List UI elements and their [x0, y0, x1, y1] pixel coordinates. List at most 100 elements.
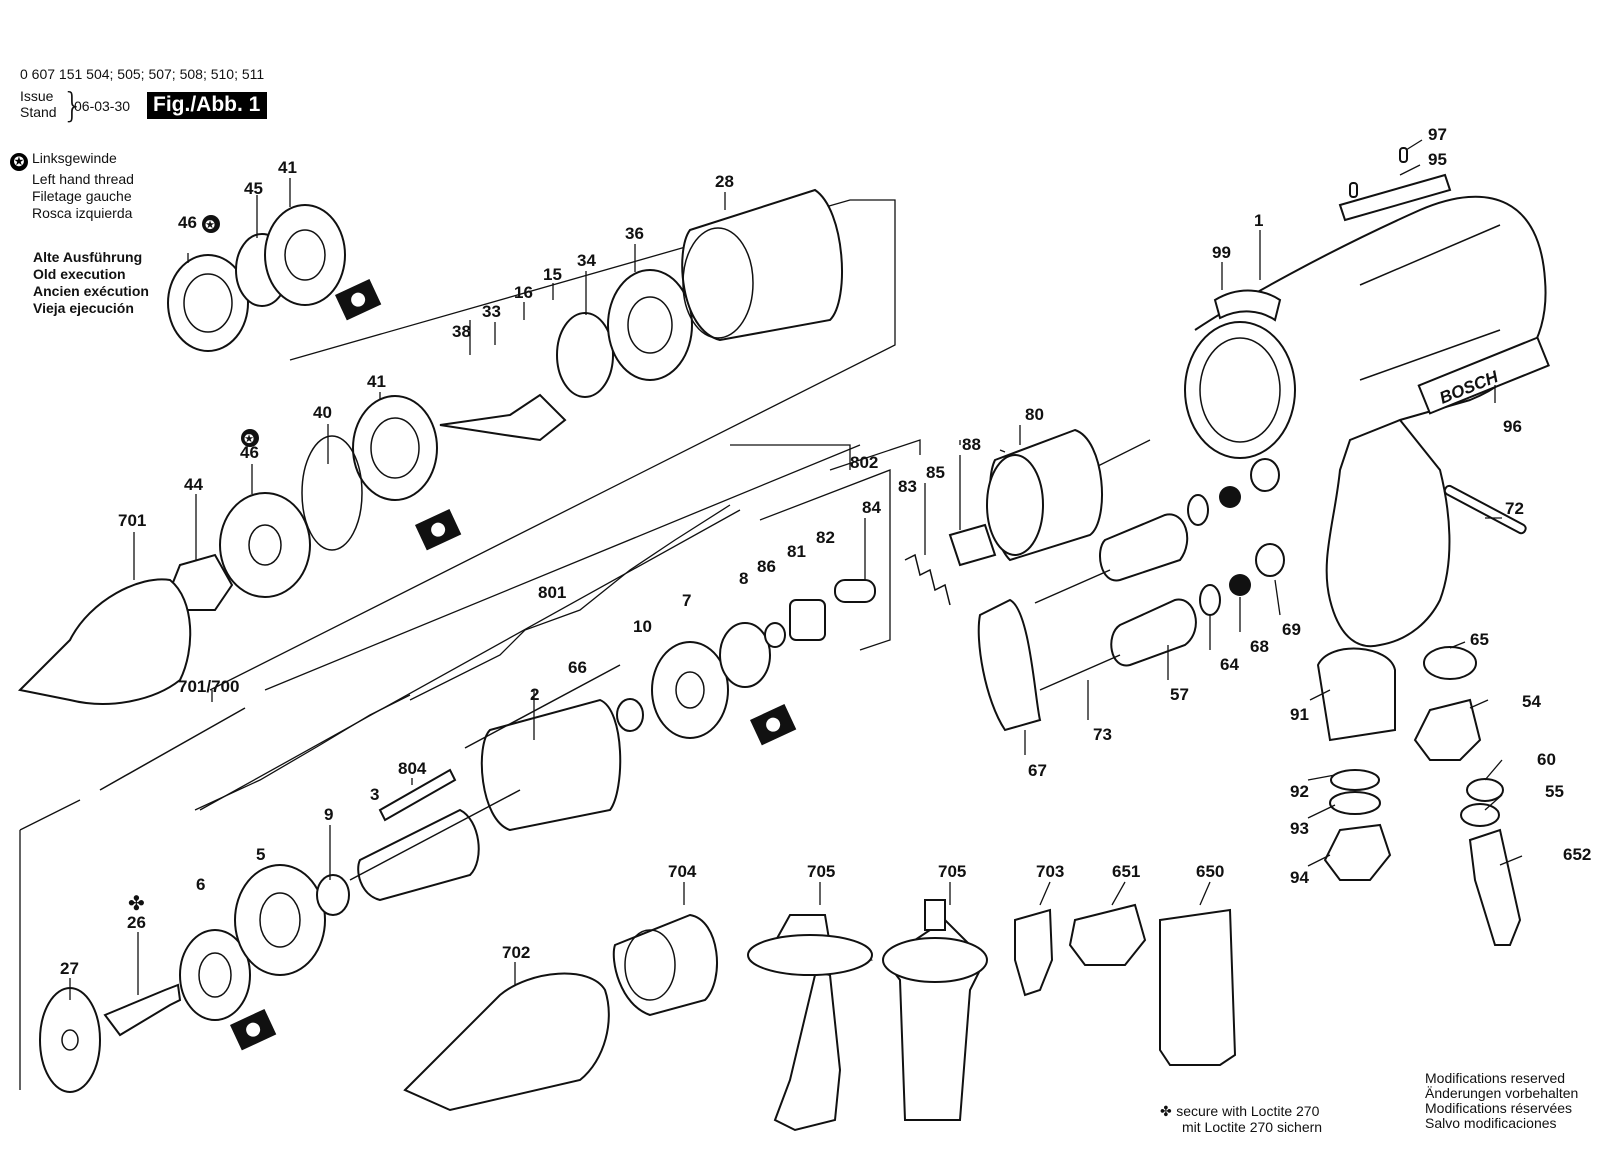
- part-label: 16: [514, 283, 533, 302]
- legend-line: Filetage gauche: [32, 188, 132, 204]
- part-label: 652: [1563, 845, 1591, 864]
- part-label: 46: [240, 443, 259, 462]
- part-label: 60: [1537, 750, 1556, 769]
- part-label: 91: [1290, 705, 1309, 724]
- part-label: 3: [370, 785, 379, 804]
- part-label: 27: [60, 959, 79, 978]
- part-label: 95: [1428, 150, 1447, 169]
- part-label: 2: [530, 685, 539, 704]
- loctite-line: mit Loctite 270 sichern: [1182, 1119, 1323, 1135]
- modifications-line: Änderungen vorbehalten: [1425, 1085, 1579, 1101]
- legend-line: Linksgewinde: [32, 150, 117, 166]
- part-label: 45: [244, 179, 263, 198]
- trigger-lever: [977, 598, 1042, 732]
- motor-parts: [349, 579, 876, 902]
- part-label: 83: [898, 477, 917, 496]
- housing: [1184, 195, 1550, 648]
- part-label: 8: [739, 569, 748, 588]
- part-label: 705: [807, 862, 835, 881]
- stand-label: Stand: [20, 104, 57, 120]
- part-label: 34: [577, 251, 596, 270]
- modifications-line: Modifications reserved: [1425, 1070, 1566, 1086]
- old-line: Alte Ausführung: [33, 249, 143, 265]
- part-label: 701: [118, 511, 146, 530]
- air-inlet-parts: [1316, 646, 1522, 946]
- old-execution-legend: Alte Ausführung Old execution Ancien exé…: [33, 249, 149, 317]
- club-icon: ✤: [128, 891, 145, 915]
- leader-lines: [69, 139, 1523, 1000]
- part-label: 41: [367, 372, 386, 391]
- part-label: 702: [502, 943, 530, 962]
- part-label: 703: [1036, 862, 1064, 881]
- modifications-line: Salvo modificaciones: [1425, 1115, 1557, 1131]
- svg-text:✪: ✪: [205, 218, 215, 232]
- part-label: 804: [398, 759, 427, 778]
- part-label: 99: [1212, 243, 1231, 262]
- left-thread-legend: ✪Linksgewinde Left hand thread Filetage …: [10, 150, 134, 222]
- part-label: 36: [625, 224, 644, 243]
- part-label: 650: [1196, 862, 1224, 881]
- part-label: 57: [1170, 685, 1189, 704]
- part-label: 69: [1282, 620, 1301, 639]
- legend-line: Left hand thread: [32, 171, 134, 187]
- part-label: 67: [1028, 761, 1047, 780]
- pin: [1443, 484, 1527, 535]
- brace-icon: }: [62, 86, 84, 126]
- part-label: 705: [938, 862, 966, 881]
- part-label: 704: [668, 862, 697, 881]
- modifications-note: Modifications reserved Änderungen vorbeh…: [1425, 1071, 1578, 1131]
- part-label: 33: [482, 302, 501, 321]
- star-circle-icon: ✪: [10, 153, 28, 171]
- issue-date: 06-03-30: [74, 98, 131, 114]
- part-label: 72: [1505, 499, 1524, 518]
- part-label: 54: [1522, 692, 1541, 711]
- part-label: 6: [196, 875, 205, 894]
- lower-left-parts: [39, 864, 350, 1093]
- upper-bearings: [170, 188, 843, 611]
- part-label: 26: [127, 913, 146, 932]
- part-label: 40: [313, 403, 332, 422]
- group-brackets: [194, 439, 921, 811]
- part-label: 68: [1250, 637, 1269, 656]
- part-label: 7: [682, 591, 691, 610]
- part-label: 701/700: [178, 677, 239, 696]
- cylinder-cap: [986, 428, 1103, 562]
- part-label: 5: [256, 845, 265, 864]
- legend-line: Rosca izquierda: [32, 205, 133, 221]
- part-label: 88: [962, 435, 981, 454]
- part-label: 93: [1290, 819, 1309, 838]
- modifications-line: Modifications réservées: [1425, 1100, 1573, 1116]
- part-label: 38: [452, 322, 471, 341]
- part-label: 86: [757, 557, 776, 576]
- part-label: 94: [1290, 868, 1309, 887]
- part-labels: 97 95 1 99 96 72 65 54 60 55 652 91 92 9…: [60, 125, 1591, 978]
- old-line: Old execution: [33, 266, 126, 282]
- part-label: 802: [850, 453, 878, 472]
- accessories: [403, 899, 1237, 1132]
- part-label: 651: [1112, 862, 1140, 881]
- label-strip: [1213, 289, 1282, 322]
- part-label: 55: [1545, 782, 1564, 801]
- figure-label: Fig./Abb. 1: [147, 92, 268, 119]
- issue-label: Issue: [20, 88, 54, 104]
- part-label: 85: [926, 463, 945, 482]
- part-label: 64: [1220, 655, 1239, 674]
- part-label: 15: [543, 265, 562, 284]
- loctite-line: secure with Loctite 270: [1176, 1103, 1320, 1119]
- part-label: 46: [178, 213, 197, 232]
- part-label: 82: [816, 528, 835, 547]
- part-label: 92: [1290, 782, 1309, 801]
- part-label: 80: [1025, 405, 1044, 424]
- old-execution-parts: [167, 204, 346, 352]
- valve-assembly: [1034, 458, 1285, 691]
- part-label: 84: [862, 498, 881, 517]
- part-label: 28: [715, 172, 734, 191]
- bearing-symbols: [230, 278, 797, 1051]
- part-label: 96: [1503, 417, 1522, 436]
- part-label: 66: [568, 658, 587, 677]
- drill-chuck: [17, 578, 246, 791]
- old-line: Ancien exécution: [33, 283, 149, 299]
- part-label: 65: [1470, 630, 1489, 649]
- part-label: 801: [538, 583, 566, 602]
